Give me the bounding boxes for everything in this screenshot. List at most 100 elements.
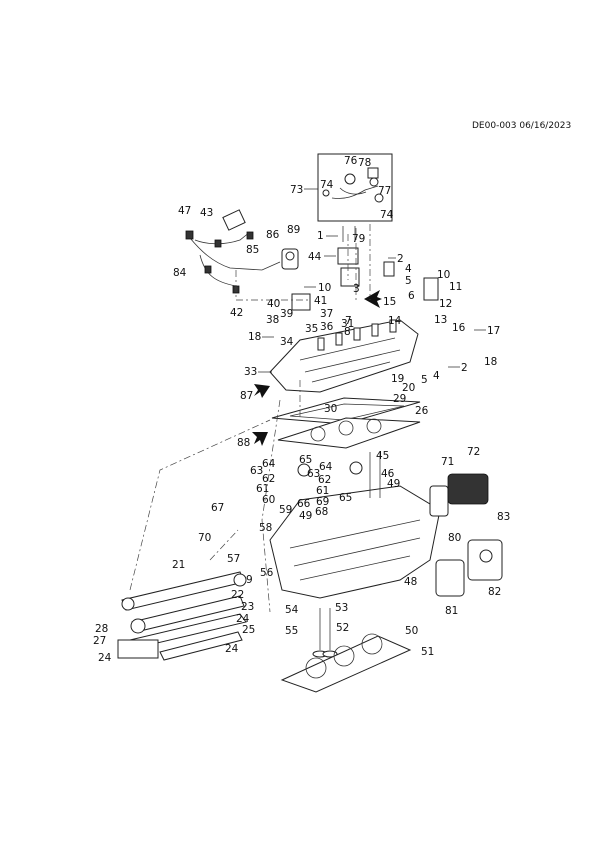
callout-79: 79 [352,233,365,245]
callout-55: 55 [285,625,298,637]
callout-49b: 49 [299,510,312,522]
callout-58: 58 [259,522,272,534]
sensor-89 [281,248,299,270]
callout-65b: 65 [339,492,352,504]
callout-10: 10 [318,282,331,294]
callout-36: 36 [320,321,334,333]
camshafts [121,571,247,634]
wiring-harness [185,209,281,294]
callout-13: 13 [434,314,447,326]
callout-68: 68 [315,506,328,518]
callout-30: 30 [324,403,337,415]
callout-56: 56 [260,567,274,579]
head-gasket-upper [277,417,421,449]
callout-15: 15 [383,296,396,308]
callout-61b: 61 [316,485,329,497]
oil-pipe-assembly [322,167,384,203]
callout-17: 17 [487,325,500,337]
callout-24: 24 [236,613,250,625]
callout-53: 53 [335,602,348,614]
callout-63b: 63 [307,468,320,480]
callout-80: 80 [448,532,461,544]
callout-83: 83 [497,511,510,523]
callout-23: 23 [241,601,254,613]
callout-81: 81 [445,605,458,617]
callout-82: 82 [488,586,501,598]
callout-labels: 1 2 2 3 4 4 5 5 6 7 8 9 10 10 11 12 13 1… [93,155,510,664]
callout-14: 14 [388,315,402,327]
callout-4: 4 [405,263,412,275]
camshaft-cover [269,319,419,393]
callout-50: 50 [405,625,418,637]
callout-3: 3 [353,283,360,295]
callout-25: 25 [242,624,255,636]
callout-74: 74 [320,179,334,191]
callout-85: 85 [246,244,259,256]
callout-41: 41 [314,295,327,307]
camshaft-caps [117,613,247,661]
callout-46: 46 [381,468,395,480]
callout-5b: 5 [421,374,428,386]
callout-65: 65 [299,454,312,466]
callout-70: 70 [198,532,211,544]
callout-2b: 2 [461,362,468,374]
callout-12: 12 [439,298,452,310]
callout-4b: 4 [433,370,440,382]
cover-gasket [271,397,421,425]
callout-21: 21 [172,559,185,571]
callout-64b: 64 [319,461,333,473]
callout-73: 73 [290,184,303,196]
callout-27: 27 [93,635,106,647]
arrow-88 [252,432,268,446]
callout-26: 26 [415,405,429,417]
callout-5: 5 [405,275,412,287]
callout-20: 20 [402,382,415,394]
callout-72: 72 [467,446,480,458]
arrow-87 [254,384,270,398]
callout-10b: 10 [437,269,450,281]
callout-84: 84 [173,267,187,279]
callout-8: 8 [344,326,351,338]
callout-74b: 74 [380,209,394,221]
callout-22: 22 [231,589,244,601]
callout-45: 45 [376,450,389,462]
callout-76: 76 [344,155,358,167]
callout-63: 63 [250,465,263,477]
callout-37: 37 [320,308,333,320]
callout-47: 47 [178,205,191,217]
callout-42: 42 [230,307,243,319]
callout-57: 57 [227,553,240,565]
callout-67: 67 [211,502,224,514]
valve-set [312,608,338,658]
vvt-assembly [429,473,503,597]
callout-9: 9 [246,574,253,586]
arrow-15 [364,290,382,308]
callout-78: 78 [358,157,371,169]
callout-24c: 24 [98,652,112,664]
callout-52: 52 [336,622,349,634]
callout-61: 61 [256,483,269,495]
callout-2: 2 [397,253,404,265]
callout-49: 49 [387,478,400,490]
callout-69: 69 [316,496,329,508]
callout-19: 19 [391,373,404,385]
callout-29: 29 [393,393,406,405]
callout-6: 6 [408,290,415,302]
head-gasket-lower [280,633,412,693]
callout-39: 39 [280,308,293,320]
callout-18b: 18 [484,356,497,368]
callout-71: 71 [441,456,454,468]
inset-frame [317,153,393,222]
document-reference: DE00-003 06/16/2023 [472,121,572,131]
callout-87: 87 [240,390,253,402]
callout-34: 34 [280,336,294,348]
callout-54: 54 [285,604,299,616]
callout-64: 64 [262,458,276,470]
callout-33: 33 [244,366,257,378]
callout-44: 44 [308,251,322,263]
callout-62: 62 [262,473,275,485]
cylinder-head [269,452,441,599]
callout-1: 1 [317,230,324,242]
